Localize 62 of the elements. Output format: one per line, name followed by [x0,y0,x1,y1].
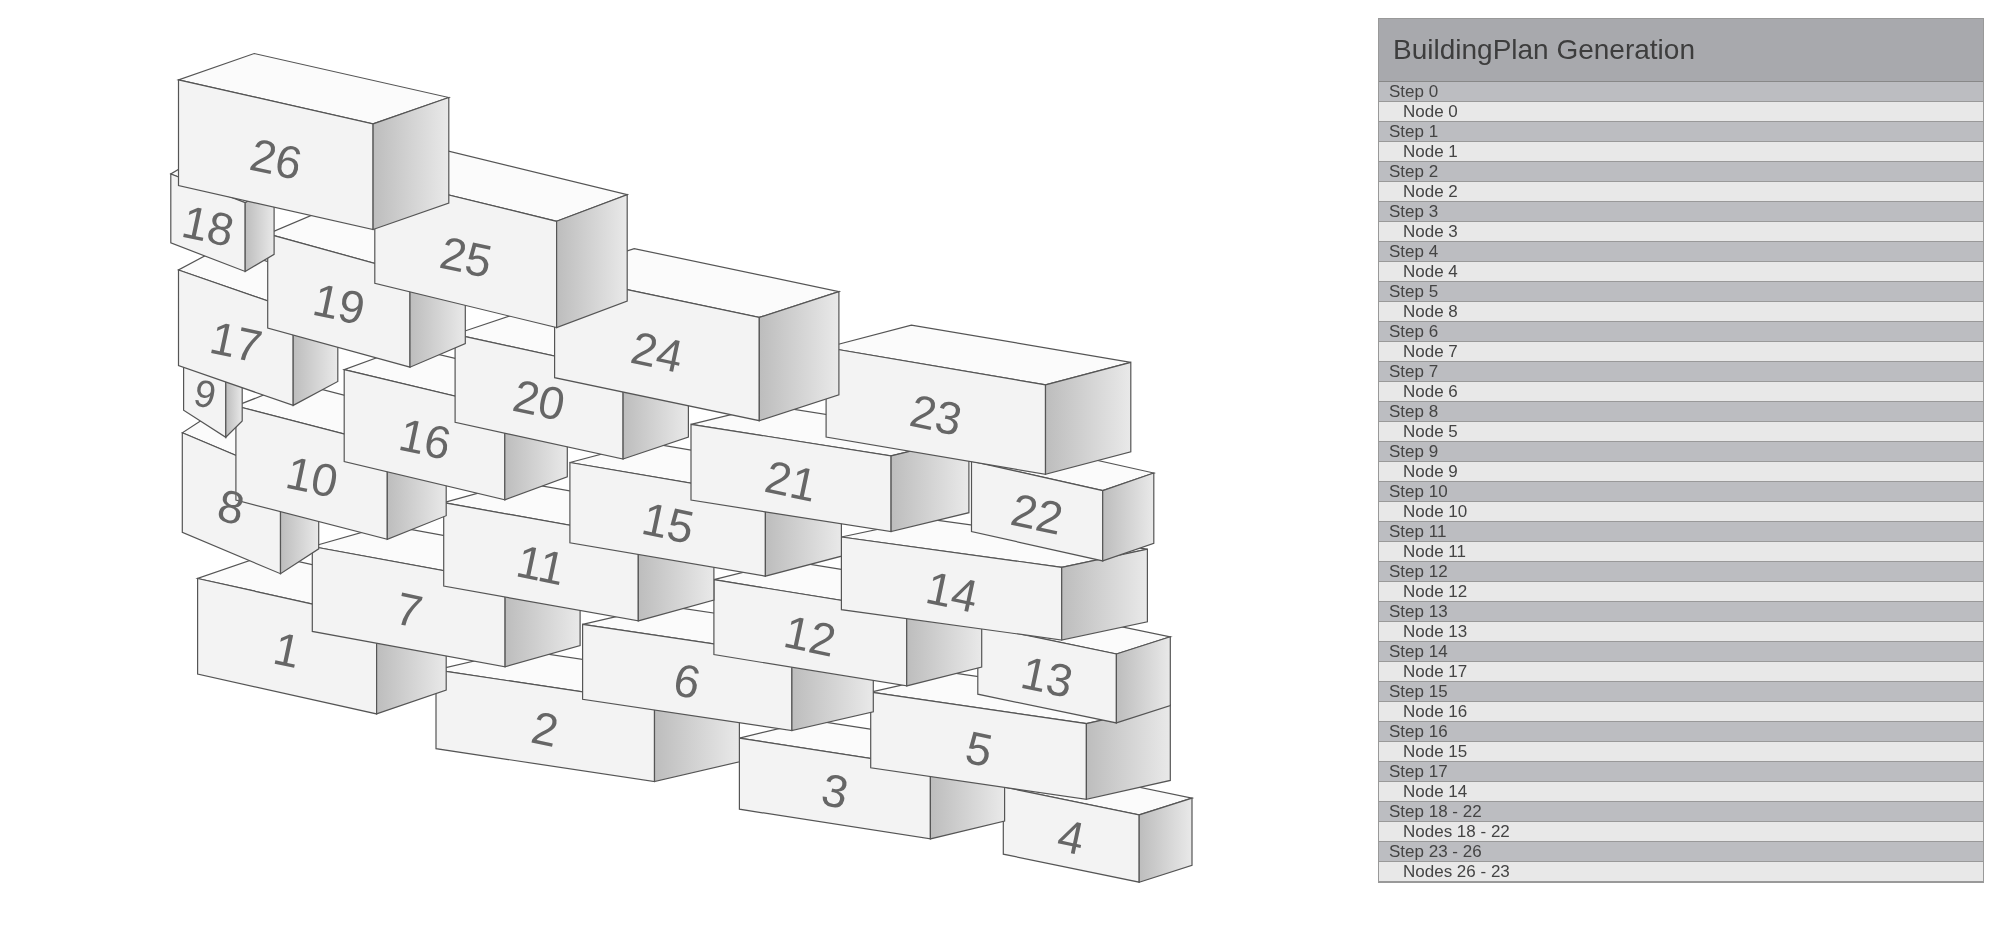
node-row: Node 1 [1379,142,1983,162]
node-row: Node 8 [1379,302,1983,322]
node-row: Node 9 [1379,462,1983,482]
node-row: Node 5 [1379,422,1983,442]
brick-number: 3 [817,766,853,817]
brick-number: 23 [906,386,966,443]
step-row: Step 10 [1379,482,1983,502]
step-row: Step 13 [1379,602,1983,622]
node-row: Node 6 [1379,382,1983,402]
step-row: Step 1 [1379,122,1983,142]
brick-number: 5 [961,723,996,774]
step-row: Step 17 [1379,762,1983,782]
brick-number: 21 [761,453,821,509]
brick-number: 12 [780,608,841,664]
node-row: Node 2 [1379,182,1983,202]
table-heading: BuildingPlan Generation [1379,19,1983,82]
step-row: Step 6 [1379,322,1983,342]
brick-number: 24 [627,324,687,380]
step-row: Step 5 [1379,282,1983,302]
brick-number: 11 [512,537,570,593]
step-row: Step 18 - 22 [1379,802,1983,822]
brick-number: 19 [309,276,369,333]
brick-number: 15 [637,494,698,551]
node-row: Node 7 [1379,342,1983,362]
step-row: Step 15 [1379,682,1983,702]
node-row: Nodes 26 - 23 [1379,862,1983,882]
step-row: Step 14 [1379,642,1983,662]
brick-number: 26 [245,131,306,187]
node-row: Node 14 [1379,782,1983,802]
node-row: Node 4 [1379,262,1983,282]
brick-number: 6 [669,655,705,706]
brick-number: 4 [1053,812,1089,863]
brick-number: 7 [391,585,426,636]
node-row: Node 0 [1379,102,1983,122]
brick-number: 20 [509,372,569,429]
step-row: Step 23 - 26 [1379,842,1983,862]
node-row: Node 3 [1379,222,1983,242]
brick-number: 1 [269,625,305,676]
step-row: Step 2 [1379,162,1983,182]
step-row: Step 8 [1379,402,1983,422]
brick-number: 16 [394,410,455,467]
step-row: Step 9 [1379,442,1983,462]
step-row: Step 0 [1379,82,1983,102]
brick-number: 2 [527,703,563,755]
step-row: Step 7 [1379,362,1983,382]
node-row: Node 11 [1379,542,1983,562]
step-row: Step 4 [1379,242,1983,262]
node-row: Node 12 [1379,582,1983,602]
step-row: Step 12 [1379,562,1983,582]
node-row: Nodes 18 - 22 [1379,822,1983,842]
step-row: Step 3 [1379,202,1983,222]
brick-number: 8 [214,482,249,533]
brick-number: 25 [435,228,496,285]
node-row: Node 16 [1379,702,1983,722]
node-row: Node 15 [1379,742,1983,762]
step-row: Step 16 [1379,722,1983,742]
node-row: Node 17 [1379,662,1983,682]
node-row: Node 10 [1379,502,1983,522]
brick-number: 14 [921,563,982,620]
step-row: Step 11 [1379,522,1983,542]
brick-number: 10 [281,448,342,505]
node-row: Node 13 [1379,622,1983,642]
